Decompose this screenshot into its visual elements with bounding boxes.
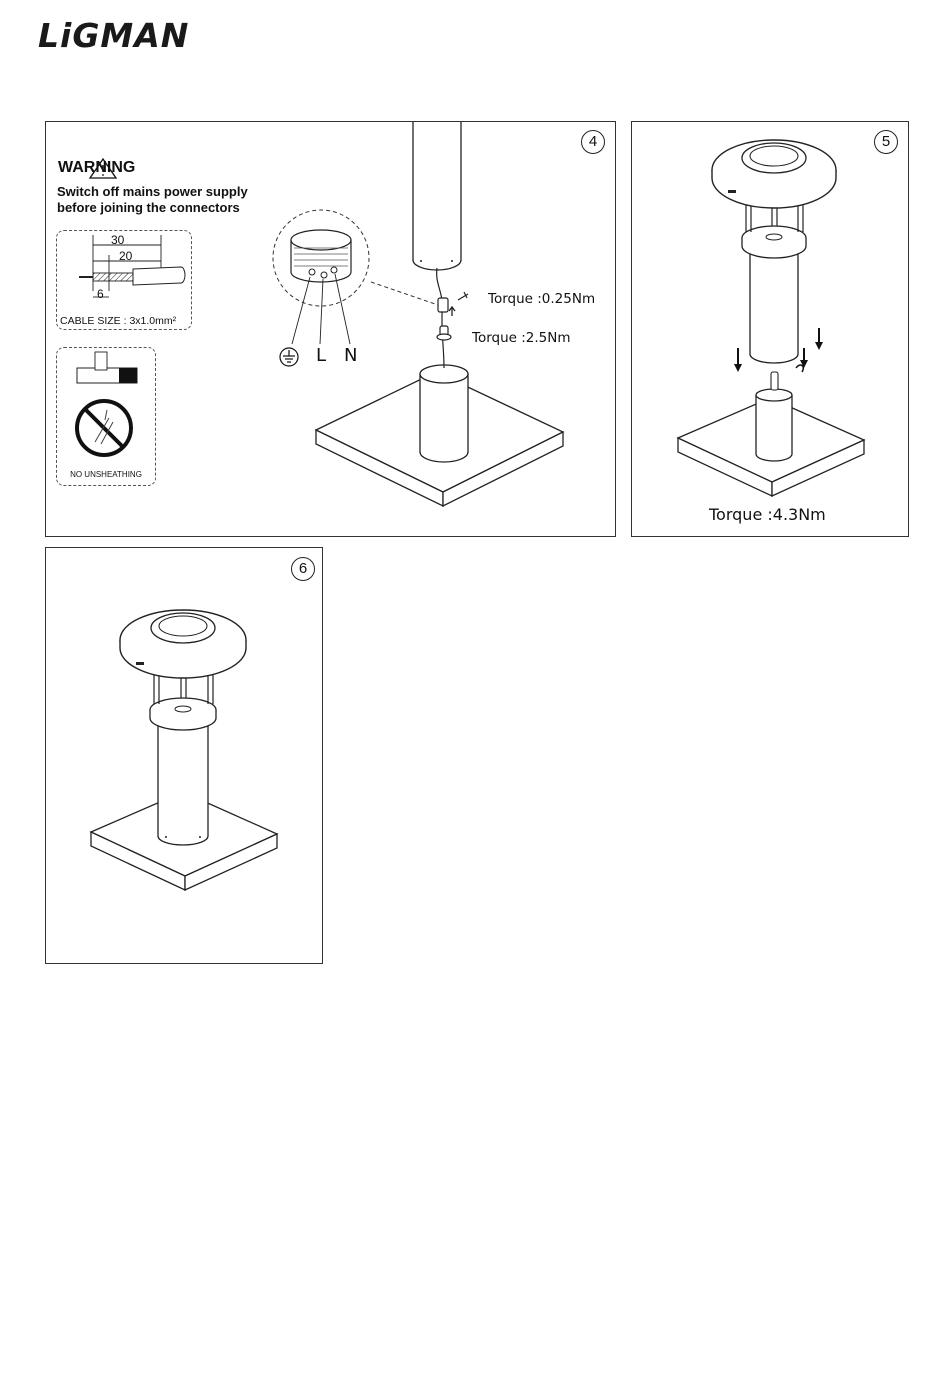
torque-label: Torque :4.3Nm xyxy=(709,505,826,524)
neutral-wire-label: N xyxy=(344,345,357,366)
step-4-panel: 4 xyxy=(45,121,616,537)
cable-size-label: CABLE SIZE : 3x1.0mm² xyxy=(60,315,176,327)
no-unsheathing-diagram: NO UNSHEATHING xyxy=(56,347,156,486)
step-6-panel: 6 xyxy=(45,547,323,964)
no-symbol-icon xyxy=(77,401,131,455)
live-wire-label: L xyxy=(316,345,326,366)
torque-gland-label: Torque :2.5Nm xyxy=(472,330,571,346)
warning-title: WARNING xyxy=(58,159,135,177)
ground-symbol-icon xyxy=(280,348,298,366)
dim-6: 6 xyxy=(97,287,104,301)
arrow-down-icon xyxy=(815,328,823,350)
step-6-illustration xyxy=(46,548,322,963)
dim-30: 30 xyxy=(111,233,124,247)
brand-logo: LiGMAN xyxy=(38,16,189,55)
step-5-illustration xyxy=(632,122,908,536)
dim-20: 20 xyxy=(119,249,132,263)
arrow-down-icon xyxy=(734,348,742,372)
no-unsheathing-label: NO UNSHEATHING xyxy=(57,470,155,479)
step-5-panel: 5 xyxy=(631,121,909,537)
torque-connector-label: Torque :0.25Nm xyxy=(488,291,595,307)
cable-size-diagram: 30 20 6 CABLE SIZE : 3x1.0mm² xyxy=(56,230,192,330)
warning-text: Switch off mains power supply before joi… xyxy=(57,184,287,216)
